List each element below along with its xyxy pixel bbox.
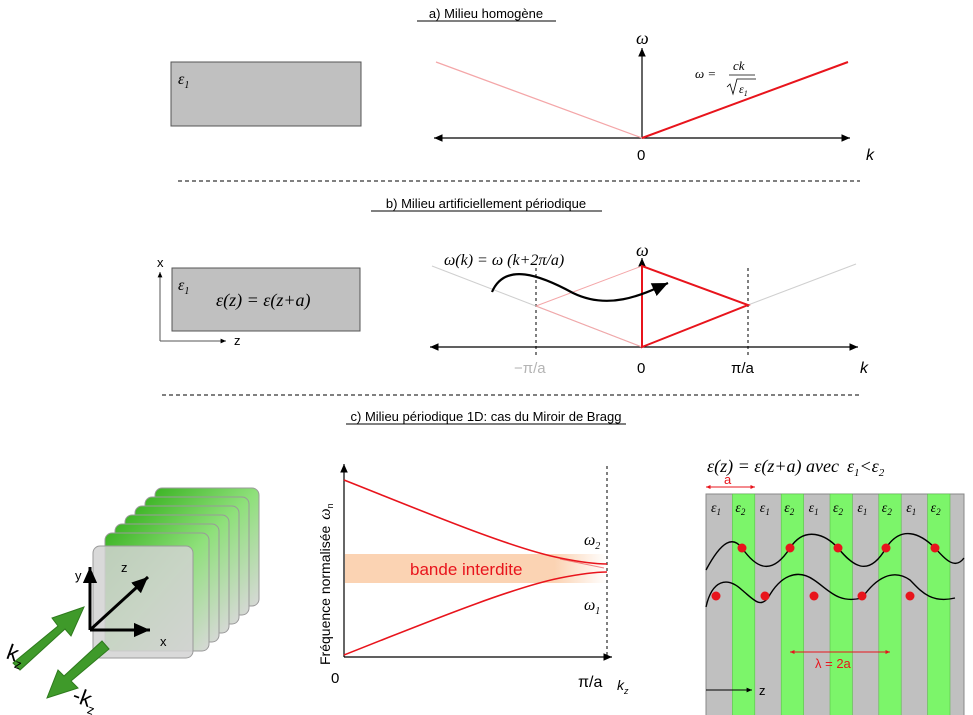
axis3d-y-label: y: [75, 568, 82, 583]
wave-node-dot: [905, 591, 915, 601]
dispersion-positive: [641, 61, 849, 139]
wave-node-dot: [760, 591, 770, 601]
bragg-plate-stack: [92, 487, 260, 659]
folded-pink-up: [535, 265, 643, 307]
band-edge-label: π/a: [578, 674, 602, 691]
bragg-layer-label: ε2: [931, 501, 942, 517]
band-origin-label: 0: [331, 670, 339, 687]
bragg-layer-eps2: [732, 493, 756, 715]
section-c: c) Milieu périodique 1D: cas du Miroir d…: [3, 409, 965, 715]
bragg-layer-label: ε1: [857, 501, 867, 517]
folded-dispersion: [641, 264, 751, 349]
band-diagram: bande interdite ω2 ω1 0 π/a kz Fréquence…: [317, 464, 629, 696]
dispersion-formula: ω = ck ε1: [695, 58, 756, 98]
band-gap-label: bande interdite: [410, 560, 522, 579]
periodic-block-epsilon: ε1: [178, 277, 189, 297]
section-b: b) Milieu artificiellement périodique x …: [157, 196, 869, 396]
periodic-block: [171, 267, 361, 332]
omega-axis-label: ω: [636, 28, 649, 48]
wave-node-dot: [809, 591, 819, 601]
folded-pink-down: [535, 305, 643, 348]
axis3d-z-label: z: [121, 560, 128, 575]
bragg-layer-eps2: [927, 493, 951, 715]
lambda-label: λ = 2a: [815, 656, 852, 671]
neg-zone-edge-label: −π/a: [514, 360, 546, 377]
axis3d-z: [88, 575, 150, 632]
kz-backward-arrow: [46, 640, 110, 699]
kz-forward-arrow: [12, 606, 85, 671]
wave-node-dot: [833, 543, 843, 553]
origin-label: 0: [637, 147, 645, 164]
wave-node-dot: [711, 591, 721, 601]
band-kz-label: kz: [617, 677, 629, 696]
origin-b-label: 0: [637, 360, 645, 377]
wave-node-dot: [857, 591, 867, 601]
omega-axis-b-label: ω: [636, 240, 649, 260]
omega1-label: ω1: [584, 597, 600, 617]
axis3d-x-label: x: [160, 634, 167, 649]
pos-zone-edge-label: π/a: [731, 360, 755, 377]
periodic-equation: ε(z) = ε(z+a): [216, 290, 310, 311]
unfolded-right: [747, 263, 857, 306]
wave-node-dot: [930, 543, 940, 553]
bragg-layer-label: ε2: [882, 501, 893, 517]
wave-node-dot: [737, 543, 747, 553]
k-axis-label: k: [866, 147, 875, 164]
bragg-layer-label: ε1: [809, 501, 819, 517]
section-a-title: a) Milieu homogène: [429, 6, 543, 21]
block-epsilon-label: ε1: [178, 71, 189, 91]
section-a: a) Milieu homogène ε1 ω k 0 ω = ck ε1: [170, 6, 875, 182]
bragg-layer-label: ε2: [735, 501, 746, 517]
lower-band: [343, 571, 608, 656]
upper-band: [343, 479, 608, 565]
z-axis-label: z: [234, 333, 241, 348]
wave-node-dot: [881, 543, 891, 553]
bragg-layer-eps2: [780, 493, 804, 715]
k-axis-b-label: k: [860, 360, 869, 377]
bragg-layer-eps2: [829, 493, 853, 715]
bragg-z-label: z: [759, 683, 766, 698]
x-axis-label: x: [157, 255, 164, 270]
bragg-layer-label: ε1: [760, 501, 770, 517]
standing-wave-nodes: [711, 543, 940, 601]
band-ylabel: Fréquence normaliséeωn: [317, 503, 335, 665]
upper-band-edge: [559, 558, 605, 569]
section-c-title: c) Milieu périodique 1D: cas du Miroir d…: [351, 409, 622, 424]
omega2-label: ω2: [584, 532, 600, 552]
bragg-layer-label: ε2: [833, 501, 844, 517]
dispersion-negative: [435, 61, 643, 139]
bragg-layer-eps2: [878, 493, 902, 715]
svg-text:ck: ck: [733, 58, 745, 73]
bragg-layer-label: ε1: [906, 501, 916, 517]
section-b-title: b) Milieu artificiellement périodique: [386, 196, 586, 211]
homogeneous-block: [170, 61, 362, 127]
bragg-layer-label: ε2: [784, 501, 795, 517]
fold-equation: ω(k) = ω (k+2π/a): [444, 252, 564, 269]
standing-wave-lower: [705, 573, 956, 608]
svg-text:ε1: ε1: [739, 82, 748, 98]
svg-text:ω =: ω =: [695, 66, 716, 81]
period-a-label: a: [724, 472, 732, 487]
wave-node-dot: [785, 543, 795, 553]
bragg-layer-label: ε1: [711, 501, 721, 517]
fold-arrow: [490, 273, 669, 302]
